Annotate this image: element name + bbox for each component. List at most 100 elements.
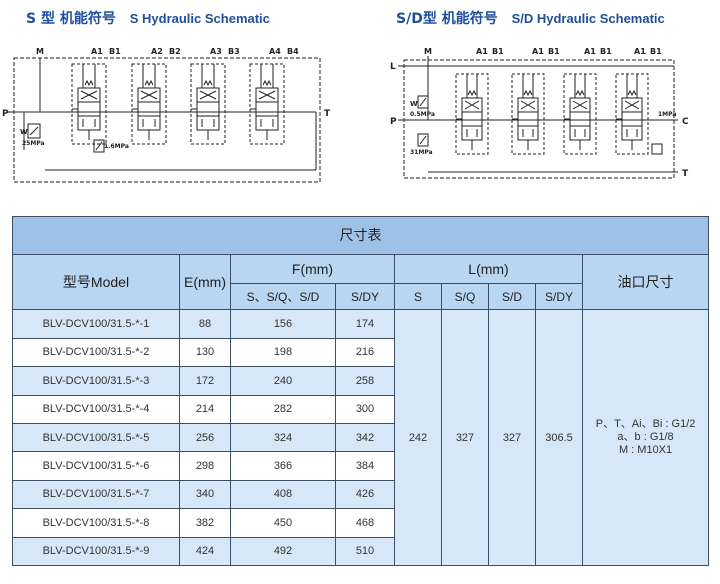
cell-f1: 492	[230, 536, 336, 567]
schematic-s-heading-en: S Hydraulic Schematic	[129, 11, 270, 26]
cell-f2: 300	[335, 394, 395, 424]
cell-f1: 408	[230, 479, 336, 510]
cell-model: BLV-DCV100/31.5-*-7	[12, 479, 180, 510]
s-label-1-6mpa: 1.6MPa	[104, 143, 129, 150]
cell-port-sizes: P、T、Ai、Bi : G1/2 a、b : G1/8 M : M10X1	[581, 309, 710, 566]
s-label-p: P	[2, 109, 9, 119]
cell-f2: 258	[335, 366, 395, 396]
cell-model: BLV-DCV100/31.5-*-5	[12, 422, 180, 453]
s-valve-group	[71, 63, 285, 145]
sdy-label-b1-1: B1	[492, 47, 504, 56]
header-f-sdy: S/DY	[335, 282, 395, 311]
port-size-line: P、T、Ai、Bi : G1/2	[595, 418, 696, 431]
s-label-a2: A2	[151, 47, 163, 56]
s-valve-section	[249, 63, 285, 145]
table-row: BLV-DCV100/31.5-*-6 298 366 384	[12, 451, 709, 481]
sdy-label-m: M	[424, 47, 432, 56]
cell-f1: 324	[230, 422, 336, 453]
table-row: BLV-DCV100/31.5-*-3 172 240 258	[12, 366, 709, 396]
schematic-sdy-heading-cn: S/D型 机能符号	[396, 11, 498, 27]
header-f-s-sq-sd: S、S/Q、S/D	[230, 282, 336, 311]
header-l-sq: S/Q	[441, 282, 489, 311]
s-label-25mpa: 25MPa	[22, 140, 45, 147]
cell-f2: 384	[335, 451, 395, 481]
cell-f1: 366	[230, 451, 336, 481]
sdy-label-a1-4: A1	[634, 47, 646, 56]
cell-f1: 240	[230, 366, 336, 396]
s-label-b4: B4	[287, 47, 299, 56]
cell-l-s: 242	[394, 309, 442, 566]
s-label-a1: A1	[91, 47, 103, 56]
sdy-check-valve	[651, 143, 663, 155]
header-l-s: S	[394, 282, 442, 311]
cell-f2: 174	[335, 309, 395, 339]
table-row: BLV-DCV100/31.5-*-5 256 324 342	[12, 422, 709, 453]
s-label-b2: B2	[169, 47, 181, 56]
schematic-s-heading-cn: S 型 机能符号	[26, 11, 116, 27]
cell-f2: 426	[335, 479, 395, 510]
cell-f1: 198	[230, 337, 336, 368]
sdy-label-a1-2: A1	[532, 47, 544, 56]
s-label-b1: B1	[109, 47, 121, 56]
cell-model: BLV-DCV100/31.5-*-8	[12, 508, 180, 538]
s-label-m: M	[36, 47, 44, 56]
sdy-label-p: P	[390, 117, 397, 127]
port-size-line: M : M10X1	[618, 444, 673, 457]
table-row: BLV-DCV100/31.5-*-4 214 282 300	[12, 394, 709, 424]
cell-e: 298	[179, 451, 231, 481]
cell-f2: 468	[335, 508, 395, 538]
sdy-label-c: C	[682, 117, 689, 127]
cell-f2: 510	[335, 536, 395, 567]
cell-e: 340	[179, 479, 231, 510]
header-model: 型号Model	[12, 253, 180, 311]
dimension-table: 尺寸表 型号Model E(mm) F(mm) L(mm) 油口尺寸 S、S/Q…	[11, 216, 710, 567]
s-relief-valve	[27, 123, 41, 139]
cell-f2: 342	[335, 422, 395, 453]
cell-e: 382	[179, 508, 231, 538]
cell-model: BLV-DCV100/31.5-*-4	[12, 394, 180, 424]
cell-model: BLV-DCV100/31.5-*-2	[12, 337, 180, 368]
s-valve-section	[71, 63, 107, 145]
schematic-sdy-heading: S/D型 机能符号 S/D Hydraulic Schematic	[396, 8, 665, 28]
header-l-sdy: S/DY	[535, 282, 583, 311]
cell-l-sd: 327	[488, 309, 536, 566]
header-port-size: 油口尺寸	[581, 253, 710, 311]
sdy-label-a1-1: A1	[476, 47, 488, 56]
cell-e: 424	[179, 536, 231, 567]
sdy-label-w: W	[410, 100, 418, 108]
sdy-label-t: T	[682, 169, 689, 179]
cell-f1: 156	[230, 309, 336, 339]
header-l-sd: S/D	[488, 282, 536, 311]
sdy-label-b1-2: B1	[548, 47, 560, 56]
cell-model: BLV-DCV100/31.5-*-1	[12, 309, 180, 339]
table-title: 尺寸表	[11, 216, 710, 255]
schematic-s-heading: S 型 机能符号 S Hydraulic Schematic	[26, 8, 270, 28]
sdy-label-1mpa: 1MPa	[658, 111, 676, 118]
sdy-label-31mpa: 31MPa	[410, 149, 433, 156]
header-f: F(mm)	[230, 253, 395, 284]
s-label-a4: A4	[269, 47, 281, 56]
sdy-relief-valve-2	[417, 133, 429, 147]
port-size-line: a、b : G1/8	[617, 431, 674, 444]
sdy-label-l: L	[390, 62, 396, 72]
schematic-sdy-heading-en: S/D Hydraulic Schematic	[511, 11, 665, 26]
sdy-label-a1-3: A1	[584, 47, 596, 56]
cell-f1: 450	[230, 508, 336, 538]
sdy-valve-group	[455, 73, 649, 155]
sdy-label-0-5mpa: 0.5MPa	[410, 111, 435, 118]
s-valve-section	[190, 63, 226, 145]
table-row: BLV-DCV100/31.5-*-8 382 450 468	[12, 508, 709, 538]
cell-f1: 282	[230, 394, 336, 424]
s-outline	[13, 57, 321, 183]
sdy-valve-section	[563, 73, 597, 155]
cell-l-sq: 327	[441, 309, 489, 566]
cell-f2: 216	[335, 337, 395, 368]
cell-model: BLV-DCV100/31.5-*-9	[12, 536, 180, 567]
s-label-t: T	[324, 109, 331, 119]
cell-l-sdy: 306.5	[535, 309, 583, 566]
cell-e: 130	[179, 337, 231, 368]
sdy-valve-section	[615, 73, 649, 155]
sdy-valve-section	[455, 73, 489, 155]
s-label-w: W	[20, 128, 28, 136]
sdy-label-b1-3: B1	[600, 47, 612, 56]
